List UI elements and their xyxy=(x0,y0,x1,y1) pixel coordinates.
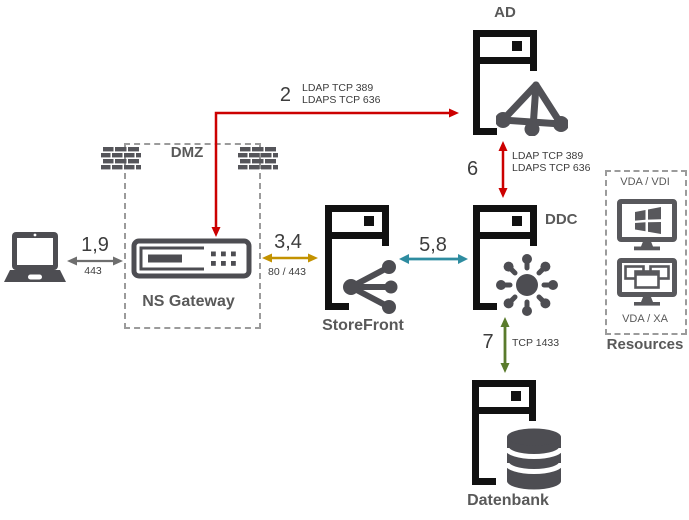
port-443: 443 xyxy=(84,265,102,277)
database-server-icon xyxy=(472,380,536,485)
resources-zone xyxy=(605,170,687,335)
storefront-server-icon xyxy=(325,205,389,310)
vda-vdi-monitor-icon xyxy=(617,199,677,251)
port-ldap-top: LDAP TCP 389 LDAPS TCP 636 xyxy=(302,82,380,106)
ddc-server-icon xyxy=(473,205,537,310)
step-5-8: 5,8 xyxy=(419,234,447,256)
arrow-ad-ddc xyxy=(498,141,508,198)
ddc-label: DDC xyxy=(545,211,578,228)
dmz-label: DMZ xyxy=(170,144,204,161)
ad-label: AD xyxy=(494,4,516,21)
vda-xa-label: VDA / XA xyxy=(622,313,668,325)
storefront-share-icon xyxy=(343,260,398,314)
vda-vdi-label: VDA / VDI xyxy=(620,176,670,188)
resources-label: Resources xyxy=(606,336,684,353)
firewall-icon-right xyxy=(238,147,278,170)
arrow-storefront-ddc xyxy=(399,254,468,264)
step-7: 7 xyxy=(482,331,494,353)
ldaps-line-2: LDAPS TCP 636 xyxy=(512,162,591,174)
ad-server-icon xyxy=(473,30,537,135)
port-80-443: 80 / 443 xyxy=(268,266,306,278)
arrow-gateway-storefront xyxy=(262,253,318,263)
step-3-4: 3,4 xyxy=(274,231,302,253)
arrow-gateway-ad xyxy=(211,108,459,237)
ldaps-line-1: LDAPS TCP 636 xyxy=(302,94,381,106)
port-tcp-1433: TCP 1433 xyxy=(512,337,560,349)
database-cylinder-icon xyxy=(506,428,562,490)
step-6: 6 xyxy=(466,158,479,180)
vda-xa-monitor-icon xyxy=(617,258,677,306)
ns-gateway-appliance-icon xyxy=(131,238,252,279)
arrow-client-gateway xyxy=(67,256,123,266)
ldap-line-1: LDAP TCP 389 xyxy=(302,82,374,94)
ad-directory-icon xyxy=(496,81,568,136)
firewall-icon-left xyxy=(101,147,141,170)
arrow-ddc-database xyxy=(500,317,510,373)
ldap-line-2: LDAP TCP 389 xyxy=(512,150,584,162)
laptop-icon xyxy=(4,232,66,282)
storefront-label: StoreFront xyxy=(322,317,404,334)
step-1-9: 1,9 xyxy=(81,234,109,256)
ddc-broker-hub-icon xyxy=(496,254,558,316)
gateway-label: NS Gateway xyxy=(142,293,235,310)
database-label: Datenbank xyxy=(467,492,549,509)
step-2: 2 xyxy=(279,84,291,106)
port-ldap-mid: LDAP TCP 389 LDAPS TCP 636 xyxy=(512,150,590,174)
dmz-zone xyxy=(124,143,261,329)
